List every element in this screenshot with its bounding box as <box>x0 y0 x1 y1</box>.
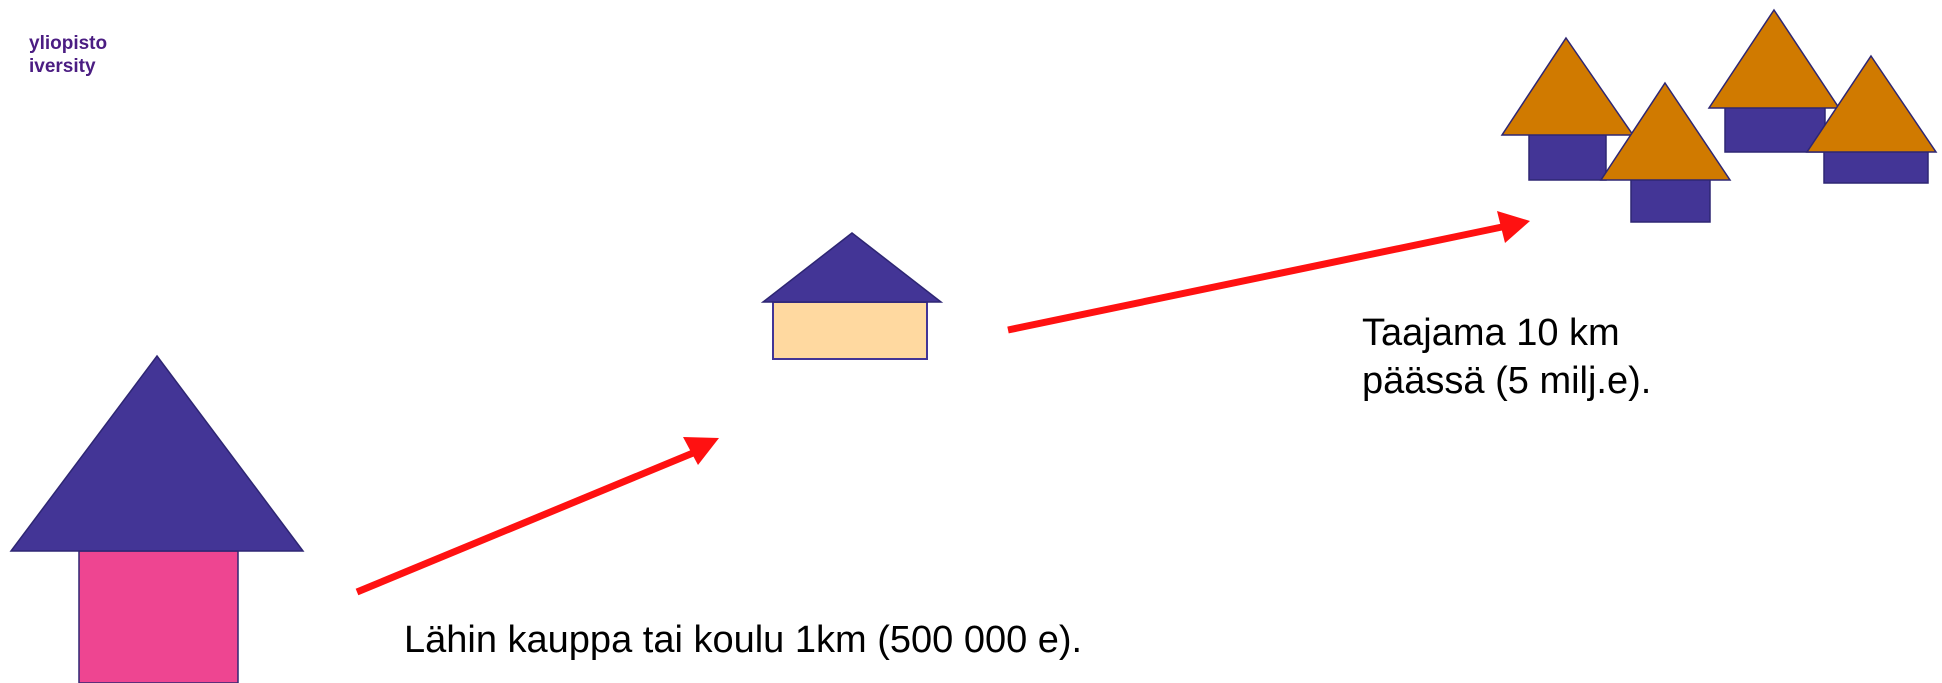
far-caption-line-2: päässä (5 milj.e). <box>1362 360 1651 402</box>
home-house <box>9 354 305 683</box>
town-house-2-roof <box>1599 81 1732 181</box>
logo-line-2: iversity <box>29 56 96 77</box>
near-caption: Lähin kauppa tai koulu 1km (500 000 e). <box>404 619 1082 661</box>
shop-house-roof <box>760 232 944 303</box>
logo-line-1: yliopisto <box>29 33 107 54</box>
town-house-3-wall <box>1724 106 1826 153</box>
town-cluster <box>1500 8 1938 223</box>
arrow-to-town-head <box>1497 211 1530 243</box>
arrow-to-shop <box>355 437 719 596</box>
town-house-4-roof <box>1805 54 1938 153</box>
shop-house-wall <box>772 301 928 360</box>
arrow-to-town <box>1007 211 1530 334</box>
town-house-1-roof <box>1500 36 1635 136</box>
town-house-3 <box>1707 8 1841 153</box>
arrow-to-shop-head <box>683 437 719 465</box>
town-house-3-roof <box>1707 8 1841 109</box>
shop-house <box>760 232 944 360</box>
town-house-2-wall <box>1630 178 1711 223</box>
town-house-4-wall <box>1823 150 1929 184</box>
university-logo: yliopisto iversity <box>29 33 107 77</box>
home-house-roof <box>9 354 305 552</box>
far-caption-line-1: Taajama 10 km <box>1362 312 1620 354</box>
town-house-2 <box>1599 81 1732 223</box>
home-house-wall <box>78 550 239 683</box>
arrow-to-shop-shaft <box>355 449 695 596</box>
arrow-to-town-shaft <box>1007 223 1503 334</box>
town-house-1-wall <box>1528 133 1607 181</box>
town-house-1 <box>1500 36 1635 181</box>
town-house-4 <box>1805 54 1938 184</box>
